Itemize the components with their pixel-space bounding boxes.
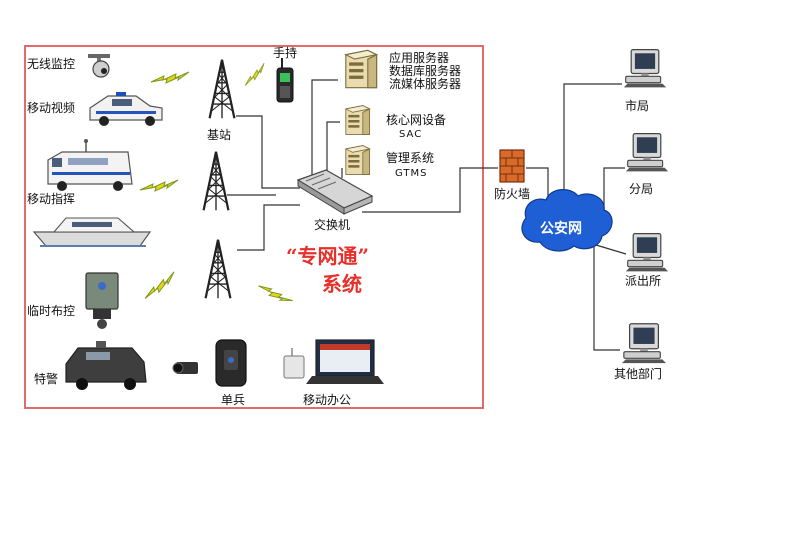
label-switch: 交换机 [314,218,351,232]
handheld-terminal-icon [276,58,294,103]
city-bureau-computer-icon [623,48,667,88]
connection-lines [227,79,627,351]
label-special-police: 特警 [34,372,59,386]
label-management-code: GTMS [395,168,428,179]
wireless-link-icon [139,271,180,301]
label-police-station: 派出所 [625,274,662,288]
wireless-link-icon [139,179,179,192]
line-switch-appserver [311,79,338,178]
label-handheld: 手持 [273,46,298,60]
base-station-tower-top [208,58,236,120]
label-branch-bureau: 分局 [629,182,654,196]
application-server-icon [345,49,378,89]
label-public-security-net: 公安网 [540,221,582,237]
police-station-computer-icon [625,232,669,272]
base-station-tower-bottom [204,238,232,300]
label-temporary-control: 临时布控 [27,304,76,318]
switch-icon [296,169,374,215]
system-title-line1: “专网通” [286,244,370,268]
label-mobile-command: 移动指挥 [27,192,76,206]
label-management: 管理系统 [386,151,435,165]
patrol-boat-icon [32,217,152,247]
wireless-link-icon [257,277,294,310]
label-single-soldier: 单兵 [221,393,246,407]
command-van-icon [47,139,133,191]
ptz-camera-icon [88,54,110,78]
wireless-link-icon [150,71,190,84]
line-cloud-city [563,83,622,210]
armored-vehicle-icon [65,341,147,390]
mobile-office-equipment-icon [283,339,384,384]
public-security-network-cloud [521,189,613,252]
label-base-station: 基站 [207,128,232,142]
line-tower3-switch [237,204,300,251]
label-stream-server: 流媒体服务器 [389,77,462,91]
system-title-line2: 系统 [322,272,362,296]
firewall-icon [499,149,525,183]
management-system-server-icon [345,145,371,175]
label-firewall: 防火墙 [494,187,531,201]
other-departments-computer-icon [621,323,667,364]
wireless-link-icon [240,62,270,87]
label-other-departments: 其他部门 [614,367,663,381]
core-network-equipment-icon [345,105,371,135]
label-core-code: SAC [399,129,423,140]
temporary-control-camera-icon [85,272,119,329]
line-switch-firewall [362,167,498,213]
label-mobile-video: 移动视频 [27,101,76,115]
branch-bureau-computer-icon [625,132,669,172]
line-switch-core [326,121,340,178]
line-firewall-cloud [526,167,549,200]
base-station-tower-middle [202,150,230,212]
single-soldier-equipment-icon [172,339,247,387]
label-mobile-office: 移动办公 [303,393,352,407]
label-db-server: 数据库服务器 [389,64,462,78]
label-city-bureau: 市局 [625,99,650,113]
line-cloud-other [593,238,620,351]
label-core-network: 核心网设备 [386,113,447,127]
police-car-icon [89,92,163,126]
label-wireless-monitor: 无线监控 [27,57,76,71]
system-boundary [24,45,484,409]
label-app-server: 应用服务器 [389,51,450,65]
line-tower1-switch [236,115,300,189]
